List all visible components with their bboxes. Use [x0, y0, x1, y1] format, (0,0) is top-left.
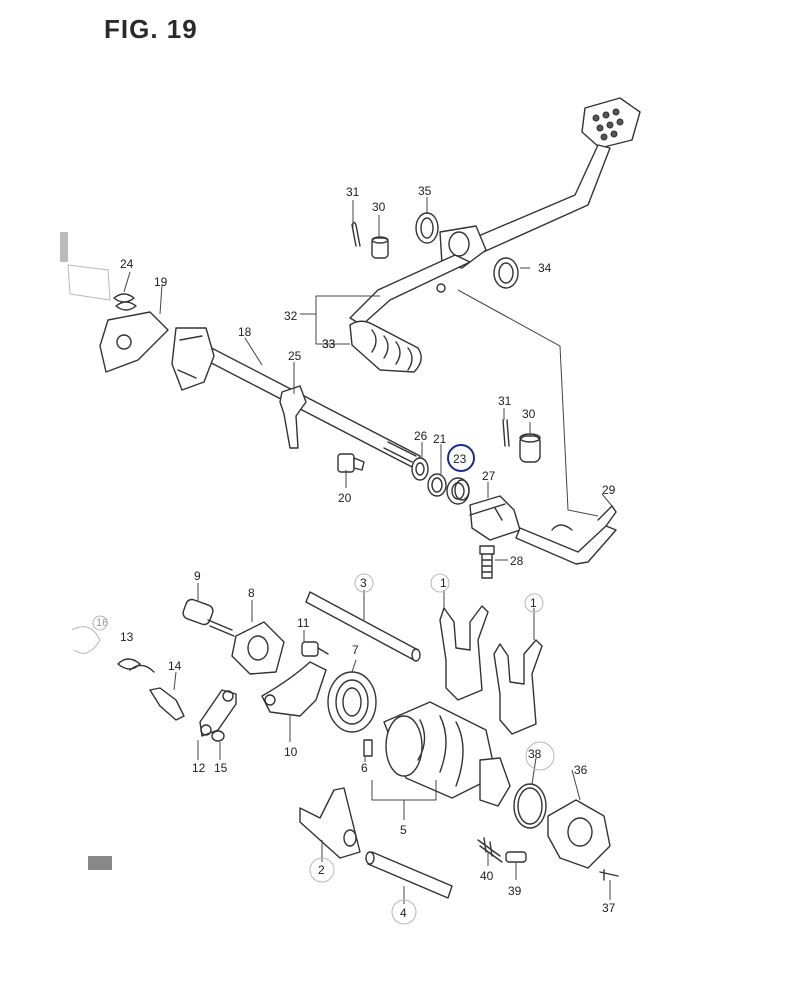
part-label[interactable]: 26: [414, 429, 428, 443]
part-number-labels: 31 30 35 34 32 33 33 24 19 18 25 26 21 2…: [96, 184, 616, 920]
part-label[interactable]: 10: [284, 745, 298, 759]
upper-washers: [351, 212, 519, 289]
part-label[interactable]: 30: [372, 200, 386, 214]
shift-lever-27: [469, 495, 521, 579]
part-label[interactable]: 25: [288, 349, 302, 363]
part-label[interactable]: 2: [318, 863, 325, 877]
part-label[interactable]: 31: [346, 185, 360, 199]
part-label[interactable]: 18: [238, 325, 252, 339]
part-label[interactable]: 34: [538, 261, 552, 275]
part-number-23[interactable]: 23: [453, 452, 467, 466]
part-label[interactable]: 31: [498, 394, 512, 408]
link-rod-29: [515, 505, 617, 565]
part-label[interactable]: 1: [530, 596, 537, 610]
part-label[interactable]: 6: [361, 761, 368, 775]
shaft-3: [305, 591, 421, 662]
part-label[interactable]: 38: [528, 747, 542, 761]
shift-forks: [299, 605, 543, 859]
bolt-20: [337, 453, 365, 473]
stopper-plate-10: [261, 661, 327, 717]
bearing-7: [327, 671, 377, 733]
part-label[interactable]: 28: [510, 554, 524, 568]
gearshift-cam-5: [383, 701, 511, 807]
part-label[interactable]: 32: [284, 309, 298, 323]
leader-lines: [123, 197, 613, 904]
cam-stopper-8-9: [182, 598, 329, 675]
part-label[interactable]: 8: [248, 586, 255, 600]
part-label[interactable]: 24: [120, 257, 134, 271]
pin-and-washer-right: [502, 419, 541, 463]
part-label[interactable]: 19: [154, 275, 168, 289]
part-label[interactable]: 20: [338, 491, 352, 505]
part-label: 29: [602, 483, 616, 497]
part-label[interactable]: 37: [602, 901, 616, 915]
part-label: 15: [214, 761, 228, 775]
part-label[interactable]: 1: [440, 576, 447, 590]
part-label[interactable]: 11: [297, 616, 310, 630]
part-label[interactable]: 16: [96, 617, 108, 629]
part-label[interactable]: 35: [418, 184, 432, 198]
part-label[interactable]: 12: [192, 761, 206, 775]
gearshift-pedal: [349, 97, 641, 373]
part-label[interactable]: 9: [194, 569, 201, 583]
part-label[interactable]: 39: [508, 884, 522, 898]
part-label[interactable]: 27: [482, 469, 496, 483]
gearshift-shaft: [99, 293, 421, 469]
part-label: 33: [322, 337, 336, 351]
part-label[interactable]: 21: [433, 432, 447, 446]
part-label[interactable]: 40: [480, 869, 494, 883]
faint-number-circles: [92, 573, 555, 925]
highlight-circle-part-23: [447, 444, 475, 472]
arm-12-14-15: [117, 658, 237, 742]
part-label[interactable]: 14: [168, 659, 182, 673]
cam-parts-36-40: [363, 739, 619, 881]
part-label[interactable]: 7: [352, 643, 359, 657]
figure-title: FIG. 19: [104, 14, 198, 44]
scan-artifacts: [60, 232, 112, 870]
part-label[interactable]: 4: [400, 906, 407, 920]
part-label[interactable]: 33: [322, 337, 336, 351]
shaft-washers: [411, 457, 470, 505]
part-label[interactable]: 5: [400, 823, 407, 837]
part-label[interactable]: 13: [120, 630, 134, 644]
part-label[interactable]: 36: [574, 763, 588, 777]
part-label[interactable]: 30: [522, 407, 536, 421]
part-label[interactable]: 3: [360, 576, 367, 590]
shaft-4: [365, 851, 453, 899]
